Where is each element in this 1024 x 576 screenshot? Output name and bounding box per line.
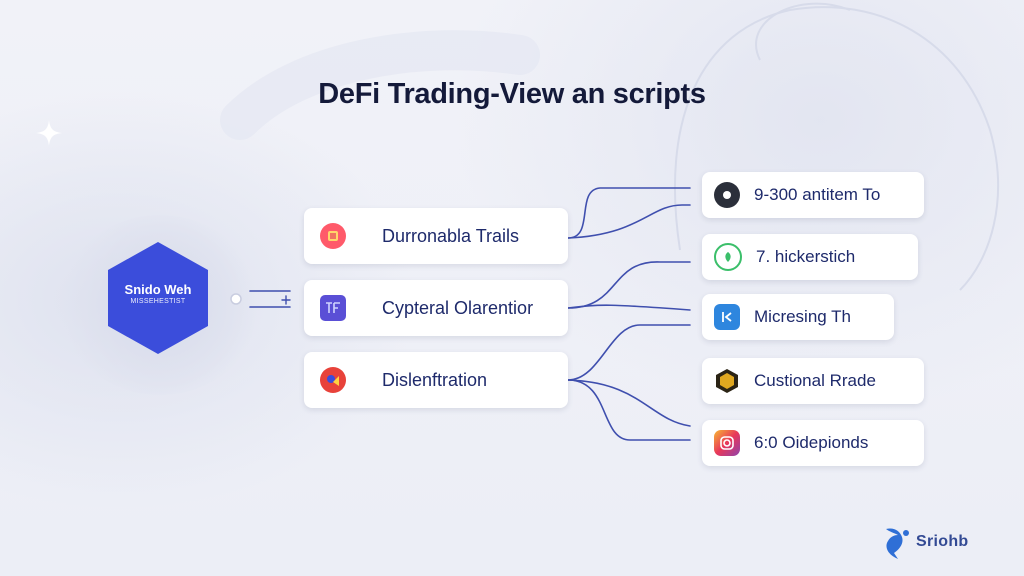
node-label: Custional Rrade: [754, 371, 876, 390]
node-label: 9-300 antitem To: [754, 185, 881, 204]
node-custional-rrade[interactable]: Custional Rrade: [702, 358, 924, 404]
node-9-300-antitem[interactable]: 9-300 antitem To: [702, 172, 924, 218]
hub-hexagon: [108, 242, 208, 354]
gradient-square-icon: [714, 430, 740, 456]
node-hickerstich[interactable]: 7. hickerstich: [702, 234, 918, 280]
node-label: Dislenftration: [382, 369, 488, 390]
sparkle-icon: [36, 120, 62, 146]
brand-logo: Sriohb: [880, 522, 968, 562]
red-circle-icon: [320, 223, 346, 249]
green-circle-icon: [714, 243, 742, 271]
gold-hexagon-icon: [714, 368, 740, 394]
dark-circle-icon: [714, 182, 740, 208]
brand-mark-icon: [886, 528, 909, 559]
node-label: 7. hickerstich: [756, 247, 856, 266]
node-label: Micresing Th: [754, 307, 851, 326]
node-durronabla-trails[interactable]: Durronabla Trails: [304, 208, 568, 264]
hub-subtitle: MISSEHESTIST: [130, 298, 186, 305]
hub-name: Snido Weh: [124, 282, 192, 297]
node-label: 6:0 Oidepionds: [754, 433, 869, 452]
blue-square-icon: [714, 304, 740, 330]
diagram-title: DeFi Trading-View an scripts: [318, 78, 706, 110]
node-label: Durronabla Trails: [382, 225, 520, 246]
node-label: Cypteral Olarentior: [382, 297, 534, 318]
hub-label: Snido Weh MISSEHESTIST: [106, 283, 210, 307]
node-6-0-oidepionds[interactable]: 6:0 Oidepionds: [702, 420, 924, 466]
node-cypteral-olarentior[interactable]: Cypteral Olarentior: [304, 280, 568, 336]
node-micresing[interactable]: Micresing Th: [702, 294, 894, 340]
brand-wordmark: Sriohb: [916, 533, 969, 550]
node-dislenftration[interactable]: Dislenftration: [304, 352, 568, 408]
red-yellow-badge-icon: [320, 367, 346, 393]
purple-tile-icon: [320, 295, 346, 321]
